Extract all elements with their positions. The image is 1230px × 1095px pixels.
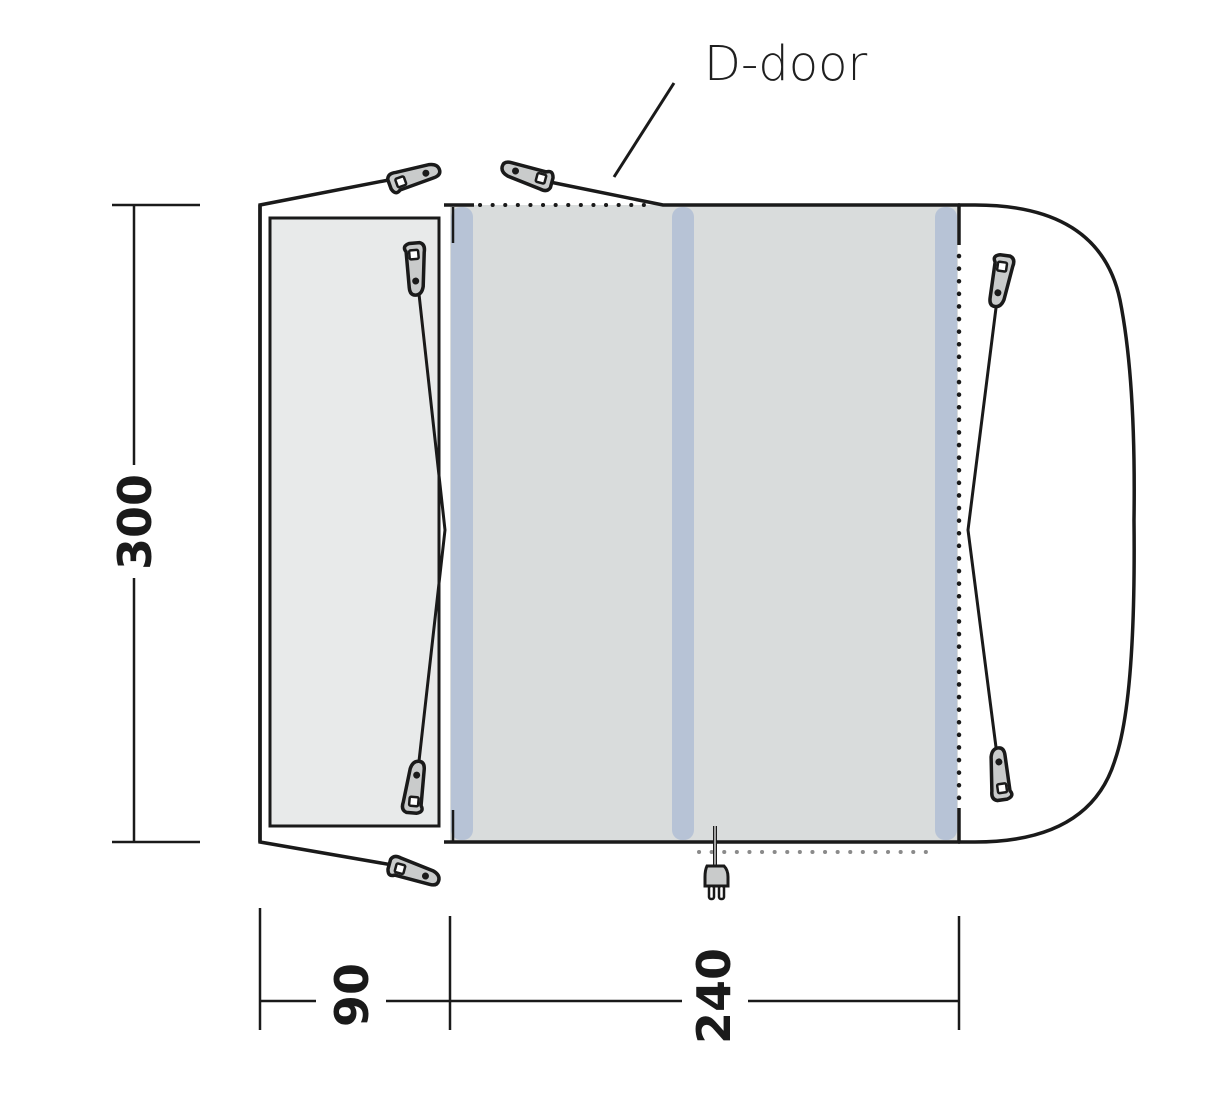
porch-width-value: 90 [325,963,379,1027]
air-beam-2 [672,207,694,840]
peg-icon [384,155,444,196]
door-label: D-door [704,36,867,92]
main-room-floor [450,205,958,842]
air-beam-3 [935,207,957,840]
dimension-depth: 300 [108,203,200,844]
peg-icon [402,240,431,298]
power-plug-icon [703,826,730,901]
porch-groundsheet [268,216,441,828]
main-width-value: 240 [687,948,741,1044]
peg-icon [384,853,444,890]
guy-line-left [416,284,447,771]
air-beam-1 [451,207,473,840]
door-leader-line [612,82,676,178]
door-flap-line [539,178,960,207]
depth-value: 300 [108,474,162,570]
dimension-width: 90 240 [258,908,961,1044]
vehicle-tunnel-outline [958,203,1136,844]
guy-line-right [966,299,999,756]
peg-icon [497,157,557,194]
